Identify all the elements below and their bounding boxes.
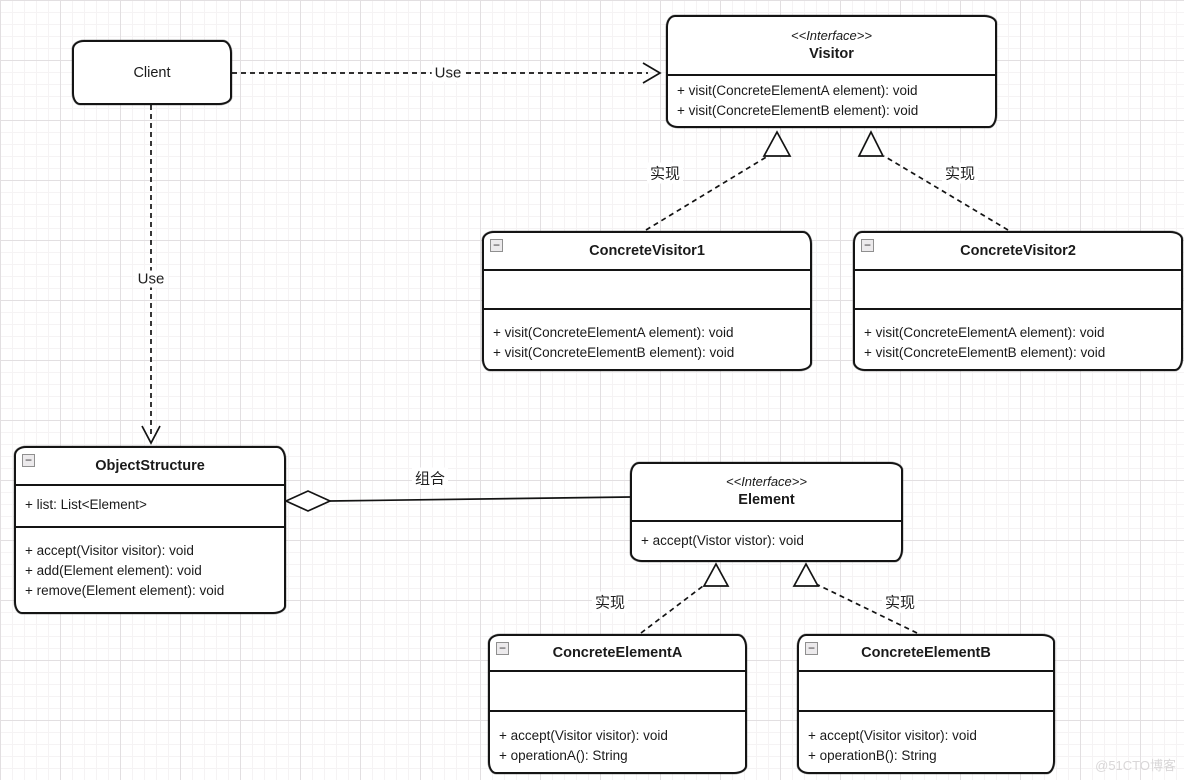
class-title: Client xyxy=(133,64,171,81)
methods-section: + visit(ConcreteElementA element): void … xyxy=(855,308,1181,369)
class-concreteelementa[interactable]: − ConcreteElementA + accept(Visitor visi… xyxy=(488,634,747,774)
method: + operationA(): String xyxy=(499,748,628,763)
class-concretevisitor1[interactable]: − ConcreteVisitor1 + visit(ConcreteEleme… xyxy=(482,231,812,371)
edge-label-realize-elementb: 实现 xyxy=(881,591,919,613)
class-header: − ConcreteVisitor1 xyxy=(484,233,810,269)
triangle-arrowhead-icon xyxy=(762,130,792,157)
class-title: Visitor xyxy=(809,45,854,62)
methods-section: + accept(Visitor visitor): void + add(El… xyxy=(16,526,284,612)
fields-section xyxy=(484,269,810,308)
method: + add(Element element): void xyxy=(25,563,202,578)
stereotype-label: <<Interface>> xyxy=(791,27,872,43)
edge-label-realize-visitor1: 实现 xyxy=(646,162,684,184)
class-header: <<Interface>> Element xyxy=(632,464,901,520)
class-visitor[interactable]: <<Interface>> Visitor + visit(ConcreteEl… xyxy=(666,15,997,128)
class-header: − ConcreteElementB xyxy=(799,636,1053,670)
edge-label-use-left: Use xyxy=(134,270,168,288)
method: + visit(ConcreteElementB element): void xyxy=(864,345,1106,360)
edge-label-realize-elementa: 实现 xyxy=(591,591,629,613)
stereotype-label: <<Interface>> xyxy=(726,474,807,490)
method: + visit(ConcreteElementB element): void xyxy=(677,103,919,118)
class-title: ConcreteVisitor1 xyxy=(589,242,705,259)
class-concretevisitor2[interactable]: − ConcreteVisitor2 + visit(ConcreteEleme… xyxy=(853,231,1183,371)
method: + visit(ConcreteElementA element): void xyxy=(677,83,918,98)
collapse-icon[interactable]: − xyxy=(805,642,818,655)
fields-section xyxy=(799,670,1053,710)
open-arrow-icon xyxy=(141,425,161,445)
fields-section xyxy=(490,670,745,710)
method: + visit(ConcreteElementA element): void xyxy=(864,325,1105,340)
fields-section xyxy=(855,269,1181,308)
class-element[interactable]: <<Interface>> Element + accept(Vistor vi… xyxy=(630,462,903,562)
fields-section: + list: List<Element> xyxy=(16,484,284,526)
class-client[interactable]: Client xyxy=(72,40,232,105)
class-title: ConcreteVisitor2 xyxy=(960,242,1076,259)
collapse-icon[interactable]: − xyxy=(22,454,35,467)
class-title: ObjectStructure xyxy=(95,457,205,474)
method: + remove(Element element): void xyxy=(25,583,225,598)
methods-section: + visit(ConcreteElementA element): void … xyxy=(484,308,810,369)
open-arrow-icon xyxy=(642,62,662,84)
collapse-icon[interactable]: − xyxy=(861,239,874,252)
class-concreteelementb[interactable]: − ConcreteElementB + accept(Visitor visi… xyxy=(797,634,1055,774)
class-header: <<Interface>> Visitor xyxy=(668,17,995,74)
watermark: @51CTO博客 xyxy=(1095,758,1176,773)
class-header: − ConcreteElementA xyxy=(490,636,745,670)
method: + accept(Visitor visitor): void xyxy=(25,543,194,558)
method: + visit(ConcreteElementA element): void xyxy=(493,325,734,340)
edge-label-realize-visitor2: 实现 xyxy=(941,162,979,184)
methods-section: + accept(Vistor vistor): void xyxy=(632,520,901,560)
triangle-arrowhead-icon xyxy=(857,130,885,157)
edge-label-composition: 组合 xyxy=(411,467,449,489)
field: + list: List<Element> xyxy=(25,497,147,512)
diamond-arrowhead-icon xyxy=(283,490,333,512)
edge-concreteelementa-element-line[interactable] xyxy=(640,582,708,634)
class-title: Element xyxy=(738,492,795,509)
method: + accept(Vistor vistor): void xyxy=(641,533,804,548)
class-header: − ObjectStructure xyxy=(16,448,284,484)
methods-section: + visit(ConcreteElementA element): void … xyxy=(668,74,995,126)
edge-label-use-top: Use xyxy=(431,64,465,82)
class-title: ConcreteElementA xyxy=(552,644,683,661)
triangle-arrowhead-icon xyxy=(792,562,820,587)
class-title: ConcreteElementB xyxy=(861,644,991,661)
method: + operationB(): String xyxy=(808,748,937,763)
edge-objectstructure-element-line[interactable] xyxy=(329,496,631,502)
method: + visit(ConcreteElementB element): void xyxy=(493,345,735,360)
class-objectstructure[interactable]: − ObjectStructure + list: List<Element> … xyxy=(14,446,286,614)
method: + accept(Visitor visitor): void xyxy=(499,728,668,743)
method: + accept(Visitor visitor): void xyxy=(808,728,977,743)
methods-section: + accept(Visitor visitor): void + operat… xyxy=(490,710,745,772)
methods-section: + accept(Visitor visitor): void + operat… xyxy=(799,710,1053,772)
collapse-icon[interactable]: − xyxy=(490,239,503,252)
collapse-icon[interactable]: − xyxy=(496,642,509,655)
class-header: − ConcreteVisitor2 xyxy=(855,233,1181,269)
triangle-arrowhead-icon xyxy=(702,562,730,587)
